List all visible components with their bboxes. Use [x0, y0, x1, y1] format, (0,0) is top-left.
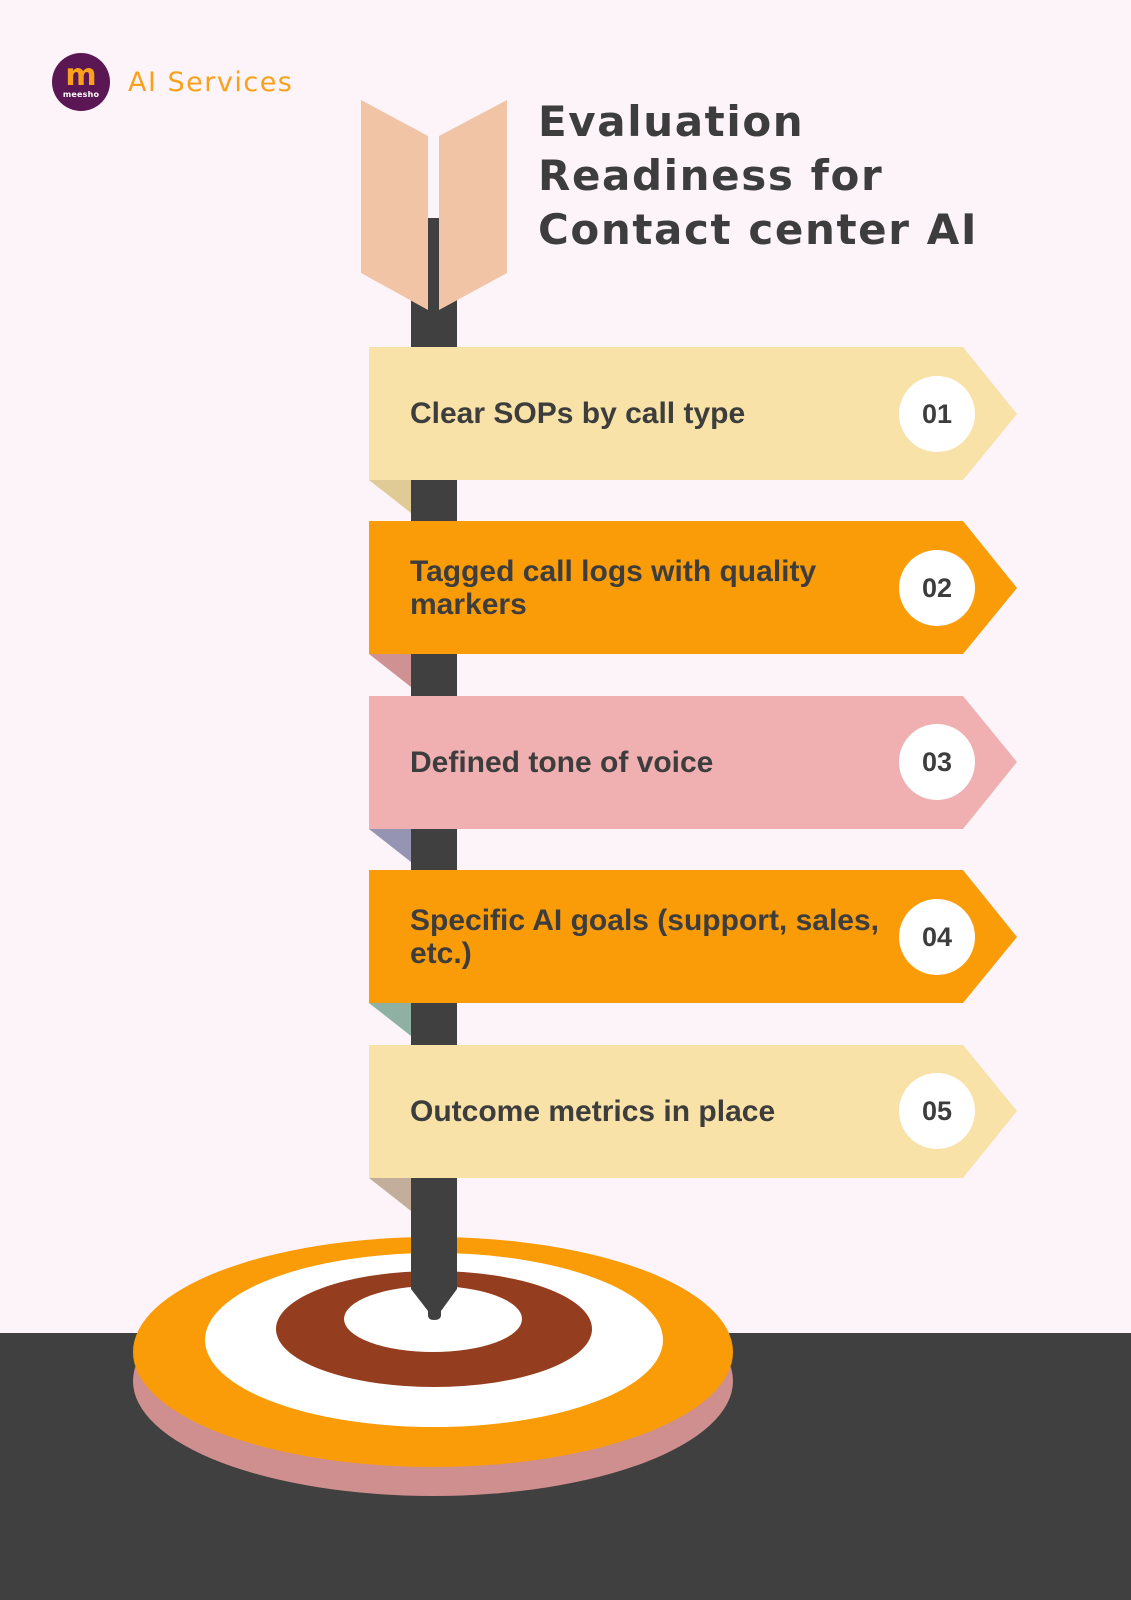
- step-label-4: Specific AI goals (support, sales, etc.): [410, 903, 880, 970]
- banner-fold-2: [369, 654, 411, 687]
- step-number-badge-3: 03: [899, 724, 975, 800]
- step-banner-3: [369, 696, 1017, 829]
- step-banner-2: [369, 521, 1017, 654]
- step-label-5: Outcome metrics in place: [410, 1095, 776, 1128]
- step-number-badge-4: 04: [899, 899, 975, 975]
- step-label-1: Clear SOPs by call type: [410, 397, 746, 430]
- step-banner-1: [369, 347, 1017, 480]
- title-line-1: Evaluation: [538, 97, 805, 146]
- step-banner-5: [369, 1045, 1017, 1178]
- step-number-badge-1: 01: [899, 376, 975, 452]
- brand-header: m meesho AI Services: [52, 53, 293, 111]
- step-banner-4: [369, 870, 1017, 1003]
- brand-label: AI Services: [128, 66, 294, 98]
- meesho-logo-icon: m meesho: [52, 53, 110, 111]
- banner-fold-5: [369, 1178, 411, 1211]
- title-line-2: Readiness for: [538, 151, 884, 200]
- step-number-badge-5: 05: [899, 1073, 975, 1149]
- step-label-2: Tagged call logs with quality markers: [410, 554, 817, 621]
- logo-letter: m: [65, 57, 97, 93]
- arrow-nock: [428, 218, 439, 308]
- step-label-3: Defined tone of voice: [410, 746, 714, 779]
- banner-fold-3: [369, 829, 411, 862]
- fletching-right-icon: [439, 100, 507, 310]
- banner-fold-4: [369, 1003, 411, 1036]
- title-line-3: Contact center AI: [538, 205, 979, 254]
- banner-fold-1: [369, 480, 411, 513]
- fletching-left-icon: [361, 100, 428, 310]
- logo-wordmark: meesho: [62, 89, 100, 99]
- page-title: Evaluation Readiness for Contact center …: [538, 95, 998, 257]
- step-number-badge-2: 02: [899, 550, 975, 626]
